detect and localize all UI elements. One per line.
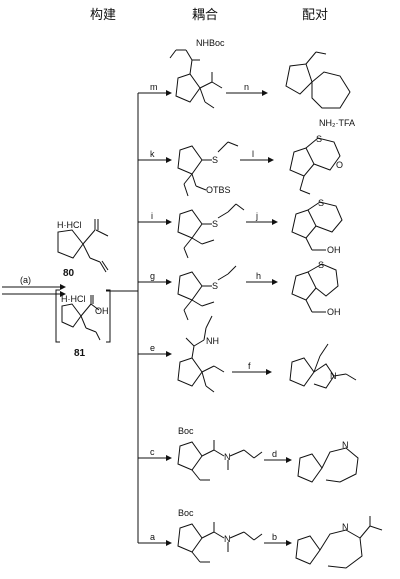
route-k-otbs: OTBS bbox=[206, 185, 231, 195]
route-k-left-ring bbox=[177, 145, 203, 175]
arrowhead-k bbox=[166, 157, 172, 163]
ester-bond-80 bbox=[82, 229, 96, 245]
route-a: Boc N b N bbox=[177, 508, 383, 569]
route-i: S j S OH bbox=[177, 198, 343, 259]
route-i-left-ring bbox=[177, 209, 203, 239]
arrowhead-e bbox=[166, 351, 172, 357]
route-j-product-ring-1 bbox=[291, 209, 317, 239]
ring-80 bbox=[57, 229, 84, 259]
step-label-g: g bbox=[150, 271, 155, 281]
step-label-k: k bbox=[150, 149, 155, 159]
route-c-left-ring bbox=[177, 441, 203, 471]
route-d-product-ring-2 bbox=[321, 447, 359, 483]
step-label-j: j bbox=[255, 211, 258, 221]
route-f-product-ring-1 bbox=[289, 357, 315, 387]
arrowhead-c bbox=[166, 455, 172, 461]
arrowhead-g bbox=[166, 279, 172, 285]
nh-label-80: H·HCl bbox=[57, 220, 82, 230]
start-arrowhead-2 bbox=[60, 291, 66, 297]
route-c-boc: Boc bbox=[178, 426, 194, 436]
route-g-sulfur: S bbox=[212, 281, 218, 291]
route-b-nitrogen: N bbox=[342, 522, 349, 532]
route-n-amine: NH₂·TFA bbox=[319, 118, 355, 128]
route-b-product-ring-1 bbox=[295, 535, 321, 565]
arrowhead-a bbox=[166, 540, 172, 546]
route-h-oh: OH bbox=[327, 307, 341, 317]
step-label-n: n bbox=[244, 82, 249, 92]
step-label-b: b bbox=[272, 532, 277, 542]
route-d-product-ring-1 bbox=[297, 453, 323, 483]
route-c: Boc N d N bbox=[177, 426, 359, 483]
header-pair: 配对 bbox=[302, 8, 329, 23]
nh-label-81: H·HCl bbox=[61, 294, 86, 304]
compound-80: H·HCl 80 bbox=[57, 219, 109, 279]
route-h-product-ring-1 bbox=[291, 271, 317, 301]
route-e: NH f N bbox=[177, 315, 357, 393]
route-g: S h S OH bbox=[177, 260, 341, 321]
route-m: NHBoc n NH₂·TFA bbox=[169, 38, 355, 128]
oh-label-81: OH bbox=[95, 306, 109, 316]
reagent-a-label: (a) bbox=[20, 275, 31, 285]
route-g-left-ring bbox=[177, 271, 203, 301]
header-build: 构建 bbox=[90, 8, 117, 23]
step-label-l: l bbox=[252, 149, 254, 159]
arrowhead-i bbox=[166, 219, 172, 225]
route-c-nitrogen: N bbox=[224, 452, 231, 462]
route-j-oh: OH bbox=[327, 245, 341, 255]
start-arrows: (a) bbox=[2, 275, 66, 297]
compound-number-81: 81 bbox=[74, 348, 86, 359]
route-l-oxygen: O bbox=[336, 160, 343, 170]
route-e-nh: NH bbox=[206, 336, 219, 346]
route-a-boc: Boc bbox=[178, 508, 194, 518]
branch-tree: m k i g e c a bbox=[106, 82, 172, 546]
step-label-h: h bbox=[256, 271, 261, 281]
route-k-sulfur: S bbox=[212, 155, 218, 165]
route-l-sulfur: S bbox=[316, 134, 322, 144]
ring-81 bbox=[61, 303, 82, 328]
step-label-e: e bbox=[150, 343, 155, 353]
route-h-sulfur: S bbox=[318, 260, 324, 270]
route-f-nitrogen: N bbox=[330, 371, 337, 381]
route-m-left-ring bbox=[175, 73, 201, 103]
route-b-product-ring-2 bbox=[319, 529, 363, 569]
bracket-left bbox=[55, 289, 60, 343]
route-a-left-ring bbox=[177, 523, 203, 553]
route-l-product-ring-2 bbox=[305, 137, 341, 171]
route-a-nitrogen: N bbox=[224, 534, 231, 544]
route-j-product-ring-2 bbox=[307, 201, 343, 233]
step-label-d: d bbox=[272, 449, 277, 459]
route-h-product-ring-2 bbox=[307, 263, 339, 297]
bracket-right bbox=[106, 289, 111, 343]
compound-81: H·HCl OH 81 bbox=[55, 289, 111, 359]
route-i-sulfur: S bbox=[212, 219, 218, 229]
step-label-c: c bbox=[150, 447, 155, 457]
header-couple: 耦合 bbox=[192, 8, 219, 23]
route-l-product-ring-1 bbox=[289, 147, 315, 177]
step-label-f: f bbox=[248, 361, 251, 371]
route-d-nitrogen: N bbox=[342, 440, 349, 450]
step-label-m: m bbox=[150, 82, 158, 92]
route-m-nhboc: NHBoc bbox=[196, 38, 225, 48]
arrowhead-m bbox=[166, 90, 172, 96]
route-n-product-ring-2 bbox=[311, 71, 351, 109]
route-j-sulfur: S bbox=[318, 198, 324, 208]
compound-number-80: 80 bbox=[63, 268, 75, 279]
step-label-a: a bbox=[150, 532, 155, 542]
start-arrowhead-1 bbox=[60, 284, 66, 290]
route-n-product-ring-1 bbox=[285, 63, 313, 95]
route-k: S OTBS l S O bbox=[177, 134, 343, 197]
route-e-left-ring bbox=[177, 357, 203, 387]
step-label-i: i bbox=[151, 211, 153, 221]
